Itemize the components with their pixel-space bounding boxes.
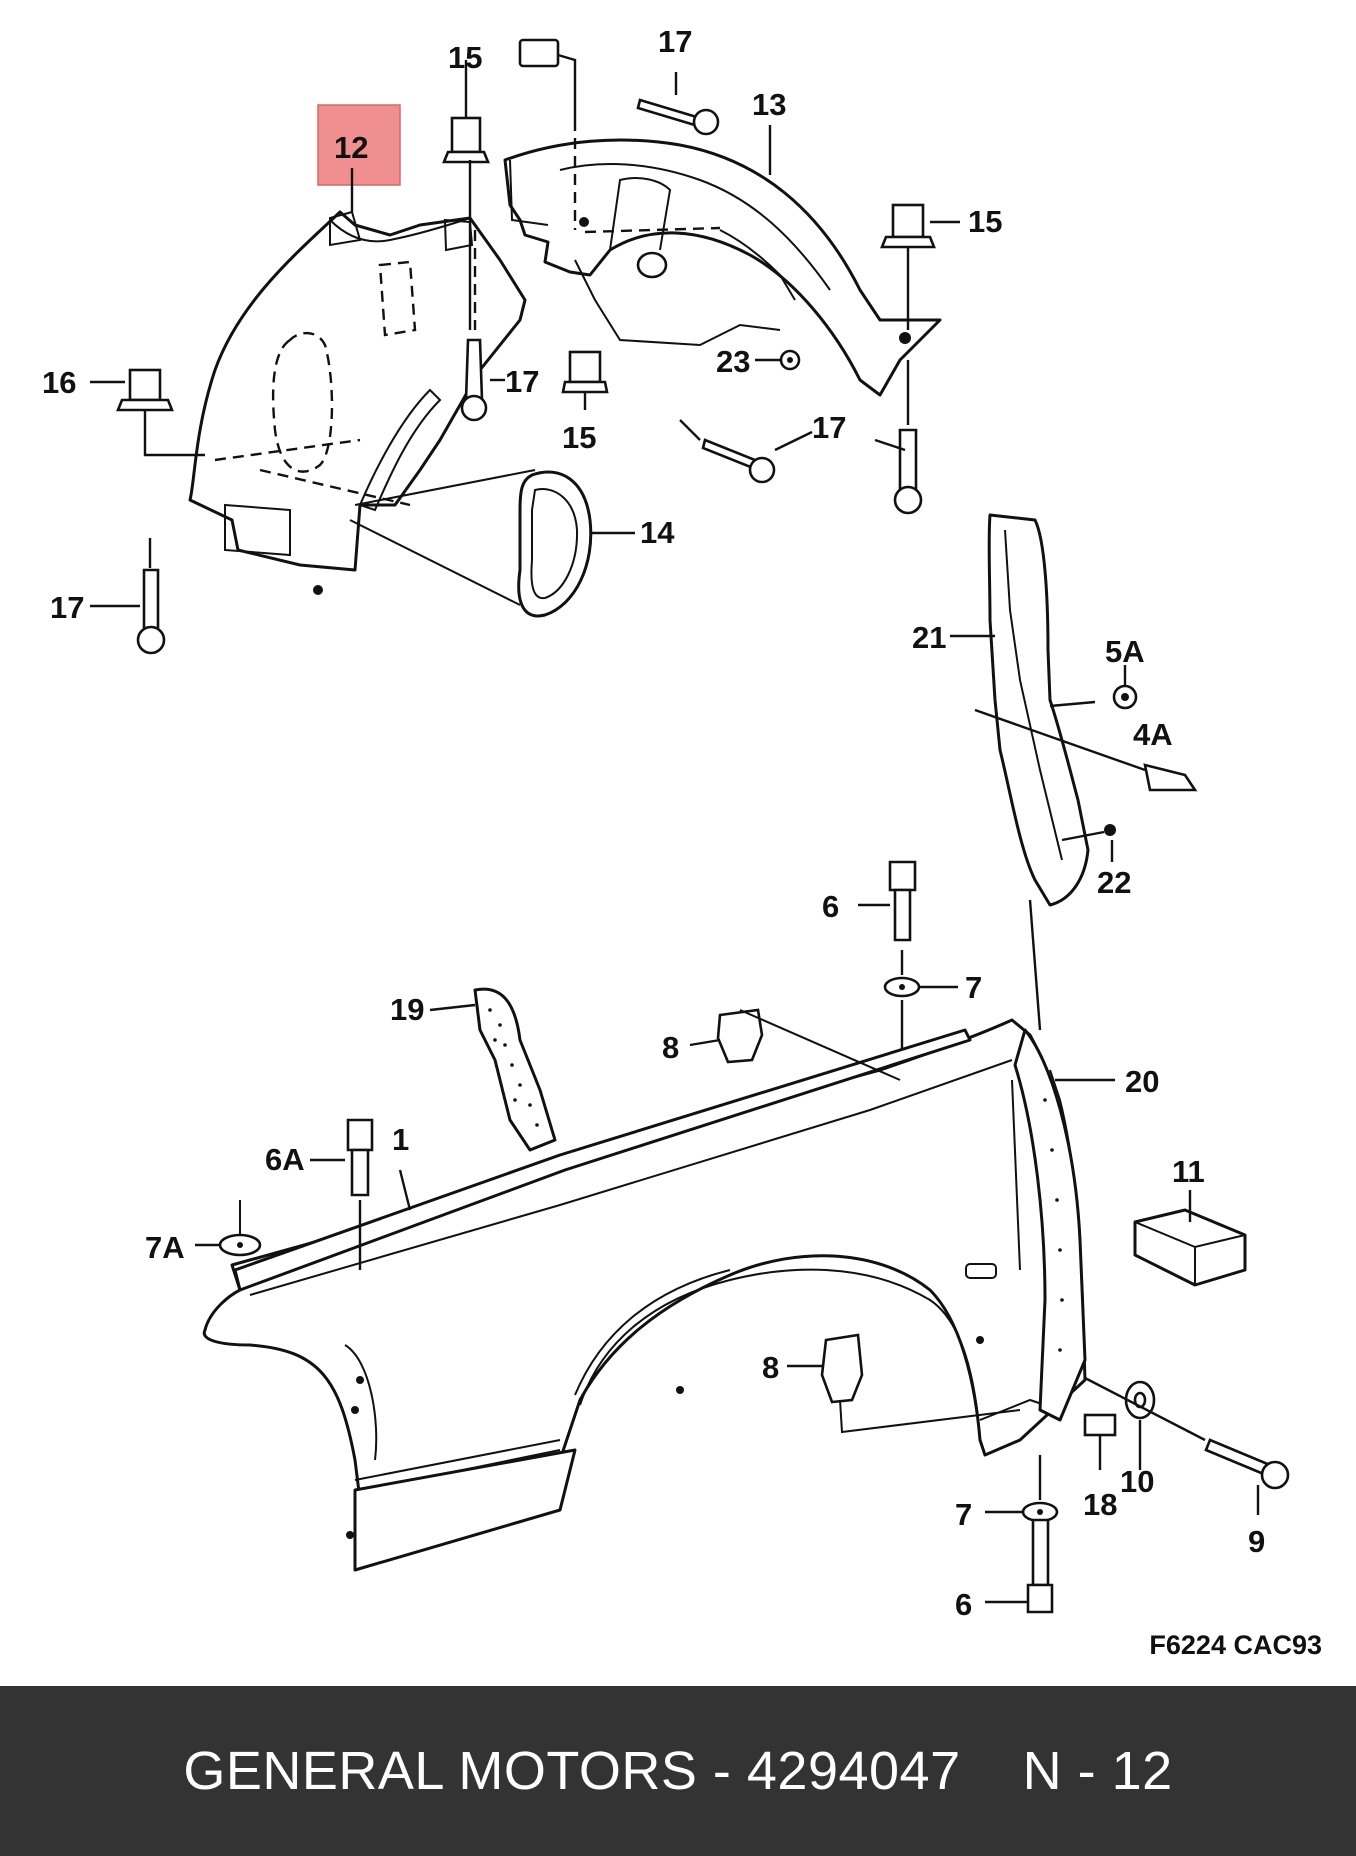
inner-wheelhouse-front-part-12 (188, 210, 527, 595)
washer-part-10 (1124, 1380, 1156, 1455)
clip-part-18 (1083, 1413, 1117, 1470)
clip-part-16 (90, 368, 205, 457)
bracket-detail (1004, 529, 1063, 861)
footer-bar: GENERAL MOTORS - 4294047 N - 12 (0, 1686, 1356, 1856)
callout-7-lower[interactable]: 7 (955, 1497, 972, 1532)
callout-17-top[interactable]: 17 (658, 24, 692, 59)
selected-part-highlight (317, 104, 401, 186)
screw-part-17-left (90, 538, 166, 655)
screw-part-17-middle (460, 338, 505, 422)
washer-part-7A (195, 1200, 262, 1257)
bracket-part-21 (987, 513, 1090, 907)
parts-diagram: 12 15 17 13 15 16 17 15 23 17 14 17 21 5… (42, 24, 1322, 1660)
callout-14[interactable]: 14 (640, 515, 675, 550)
callout-17-middle[interactable]: 17 (505, 364, 539, 399)
bolt-part-6A (310, 1118, 374, 1270)
callout-21[interactable]: 21 (912, 620, 946, 655)
callout-12[interactable]: 12 (334, 130, 368, 165)
callout-17-right[interactable]: 17 (812, 410, 846, 445)
bracket-link-line (1028, 899, 1042, 1031)
bolt-part-5A (1049, 665, 1138, 710)
fender-mounting-strip (233, 1028, 972, 1292)
callout-5A[interactable]: 5A (1105, 634, 1145, 669)
callout-8-top[interactable]: 8 (662, 1030, 679, 1065)
pin-part-4A (974, 708, 1198, 792)
callout-16[interactable]: 16 (42, 365, 76, 400)
callout-8-lower[interactable]: 8 (762, 1350, 779, 1385)
clip-part-15-top (442, 38, 577, 330)
washer-part-7-lower (985, 1455, 1059, 1523)
callout-11[interactable]: 11 (1172, 1154, 1205, 1189)
callout-6A[interactable]: 6A (265, 1142, 305, 1177)
callout-6-lower[interactable]: 6 (955, 1587, 972, 1622)
seal-part-19 (473, 987, 557, 1152)
clip-part-8-top (689, 1008, 901, 1081)
part-number-caption: GENERAL MOTORS - 4294047 N - 12 (183, 1741, 1173, 1801)
callout-20[interactable]: 20 (1125, 1064, 1159, 1099)
clip-part-15-right (880, 203, 960, 330)
callout-7A[interactable]: 7A (145, 1230, 185, 1265)
inner-wheelhouse-rear-part-13 (503, 120, 942, 397)
figure-code: F6224 CAC93 (1149, 1630, 1322, 1660)
callout-18[interactable]: 18 (1083, 1487, 1117, 1522)
screw-part-17-top (636, 72, 720, 136)
bolt-part-9 (1084, 1376, 1290, 1515)
callout-10[interactable]: 10 (1120, 1464, 1154, 1499)
callout-13[interactable]: 13 (752, 87, 786, 122)
callout-7-top[interactable]: 7 (965, 970, 982, 1005)
strip-texture (1043, 1098, 1064, 1352)
clip-part-8-lower (787, 1333, 1021, 1434)
side-strip-part-20 (1013, 1028, 1087, 1422)
fender-part-1 (202, 1018, 1087, 1539)
clip-part-15-middle (561, 350, 609, 410)
callout-1[interactable]: 1 (392, 1122, 409, 1157)
callout-22[interactable]: 22 (1097, 865, 1131, 900)
clip-part-11 (1133, 1208, 1247, 1287)
callout-19[interactable]: 19 (390, 992, 424, 1027)
leader-part-19 (429, 1003, 476, 1012)
callout-23[interactable]: 23 (716, 344, 750, 379)
shield-part-14 (349, 469, 593, 618)
callout-6-top[interactable]: 6 (822, 889, 839, 924)
callout-9[interactable]: 9 (1248, 1524, 1265, 1559)
callout-15-right[interactable]: 15 (968, 204, 1002, 239)
nut-part-22 (1061, 824, 1116, 862)
callout-15-top[interactable]: 15 (448, 40, 482, 75)
seal-texture (488, 1008, 539, 1127)
leader-part-1 (398, 1169, 412, 1211)
screw-part-17-right (679, 419, 813, 484)
callout-4A[interactable]: 4A (1133, 717, 1173, 752)
callout-15-middle[interactable]: 15 (562, 420, 596, 455)
bolt-part-6-lower (985, 1518, 1054, 1614)
fender-lower-panel (353, 1448, 577, 1572)
callout-17-left[interactable]: 17 (50, 590, 84, 625)
screw-part-17-right-vertical (874, 360, 923, 515)
nut-part-23 (755, 349, 801, 371)
bolt-part-6-top (858, 860, 958, 1050)
